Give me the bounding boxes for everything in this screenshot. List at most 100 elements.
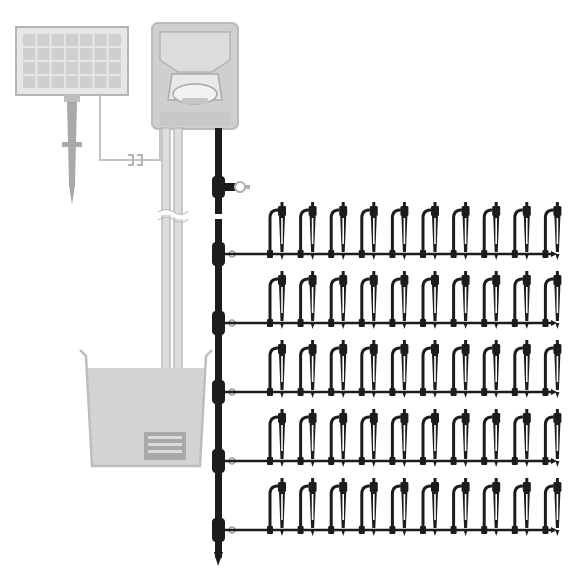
solar-cell bbox=[37, 48, 50, 60]
dripper-nozzle bbox=[433, 340, 437, 345]
dripper-tee bbox=[328, 250, 335, 258]
dripper-tube bbox=[360, 208, 370, 252]
dripper-spike bbox=[280, 323, 284, 329]
dripper-spike bbox=[433, 392, 437, 398]
dripper-tube bbox=[299, 415, 309, 459]
dripper-nozzle bbox=[433, 202, 437, 207]
solar-cell bbox=[65, 76, 79, 88]
dripper-spike bbox=[463, 323, 468, 329]
dripper-highlight bbox=[556, 356, 559, 382]
dripper-highlight bbox=[311, 356, 314, 382]
dripper-nozzle bbox=[402, 478, 406, 483]
dripper-tube bbox=[513, 208, 523, 252]
dripper-highlight bbox=[556, 287, 559, 313]
main-pipe bbox=[212, 128, 250, 566]
dripper-highlight bbox=[464, 356, 467, 382]
dripper-head bbox=[461, 413, 470, 423]
dripper-nozzle bbox=[372, 478, 376, 483]
dripper-tee bbox=[481, 526, 488, 534]
dripper-nozzle bbox=[311, 340, 315, 345]
dripper bbox=[267, 271, 286, 329]
dripper bbox=[481, 271, 501, 329]
dripper-tube bbox=[513, 346, 523, 390]
drip-row bbox=[212, 202, 562, 266]
dripper bbox=[389, 478, 409, 536]
dripper-head bbox=[431, 482, 439, 492]
solar-cable bbox=[99, 95, 161, 161]
dripper-nozzle bbox=[280, 271, 284, 276]
dripper-highlight bbox=[403, 218, 406, 244]
dripper-spike bbox=[341, 392, 346, 398]
dripper-highlight bbox=[495, 494, 497, 520]
dripper-head bbox=[431, 413, 439, 423]
dripper-head bbox=[431, 275, 439, 285]
dripper-spike bbox=[433, 254, 437, 260]
dripper-tube bbox=[360, 346, 370, 390]
branch-fitting bbox=[212, 518, 225, 542]
branch-end bbox=[551, 527, 557, 533]
solar-cell bbox=[94, 76, 107, 88]
dripper-tube bbox=[543, 484, 554, 528]
dripper bbox=[267, 202, 286, 260]
dripper-nozzle bbox=[464, 202, 468, 207]
dripper-nozzle bbox=[494, 478, 498, 483]
dripper bbox=[450, 271, 470, 329]
dripper-spike bbox=[402, 254, 407, 260]
dripper-tube bbox=[513, 415, 523, 459]
dripper-tee bbox=[267, 319, 273, 327]
water-tank bbox=[79, 349, 213, 468]
dripper-head bbox=[278, 206, 286, 216]
dripper-nozzle bbox=[525, 271, 529, 276]
dripper bbox=[358, 271, 378, 329]
dripper-head bbox=[400, 206, 409, 216]
dripper-tee bbox=[420, 457, 426, 465]
dripper-spike bbox=[555, 254, 560, 260]
dripper-nozzle bbox=[402, 202, 406, 207]
dripper-tee bbox=[389, 526, 396, 534]
solar-cell bbox=[51, 62, 64, 74]
dripper-head bbox=[492, 275, 501, 285]
dripper-spike bbox=[310, 461, 315, 467]
dripper-highlight bbox=[281, 425, 283, 451]
dripper-highlight bbox=[526, 287, 528, 313]
dripper bbox=[297, 409, 317, 467]
dripper bbox=[420, 340, 439, 398]
dripper bbox=[267, 409, 286, 467]
dripper-nozzle bbox=[494, 409, 498, 414]
dripper-tube bbox=[513, 484, 523, 528]
dripper-tee bbox=[297, 457, 304, 465]
dripper-highlight bbox=[526, 494, 528, 520]
dripper-tube bbox=[268, 346, 279, 390]
dripper-spike bbox=[341, 254, 346, 260]
dripper bbox=[542, 202, 562, 260]
dripper-highlight bbox=[495, 425, 497, 451]
solar-cell bbox=[94, 48, 107, 60]
main-pipe-end bbox=[214, 552, 223, 566]
dripper-tee bbox=[389, 388, 396, 396]
dripper-highlight bbox=[434, 218, 436, 244]
drip-row bbox=[212, 409, 562, 473]
dripper-tube bbox=[421, 277, 432, 321]
dripper-tee bbox=[358, 319, 365, 327]
dripper-tee bbox=[450, 250, 457, 258]
dripper-tube bbox=[543, 346, 554, 390]
dripper-tee bbox=[511, 319, 518, 327]
dripper-highlight bbox=[342, 494, 344, 520]
dripper-tube bbox=[329, 277, 340, 321]
dripper-tee bbox=[267, 388, 273, 396]
dripper-tube bbox=[452, 415, 462, 459]
dripper bbox=[267, 478, 286, 536]
dripper-highlight bbox=[526, 356, 528, 382]
dripper-head bbox=[308, 206, 317, 216]
solar-stake bbox=[67, 102, 77, 205]
dripper-spike bbox=[524, 530, 529, 536]
dripper-spike bbox=[280, 392, 284, 398]
submersible-pump bbox=[144, 432, 186, 460]
dripper-head bbox=[278, 344, 286, 354]
dripper-nozzle bbox=[402, 340, 406, 345]
dripper-head bbox=[492, 482, 501, 492]
dripper-nozzle bbox=[311, 202, 315, 207]
dripper-spike bbox=[463, 530, 468, 536]
branch-fitting bbox=[212, 449, 225, 473]
